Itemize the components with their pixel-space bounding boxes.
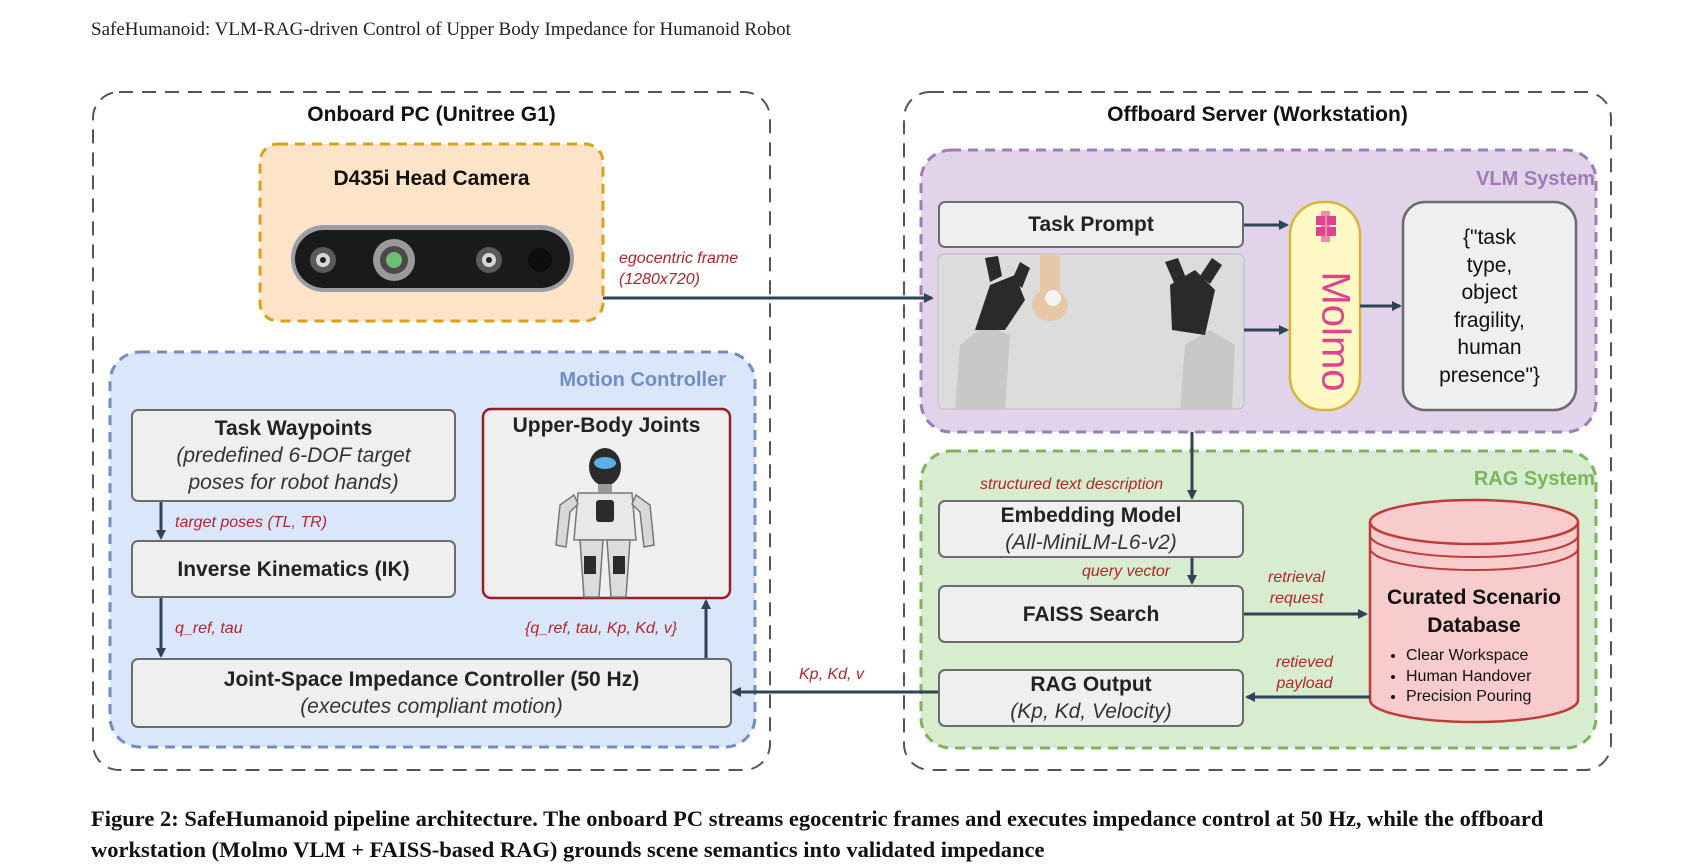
database-title-line-2: Database <box>1427 614 1521 637</box>
figure-caption: Figure 2: SafeHumanoid pipeline architec… <box>91 806 1544 862</box>
edge-label-retrieved-line-2: payload <box>1276 675 1333 692</box>
egocentric-frame-image <box>937 253 1245 410</box>
database-scenario-item: Precision Pouring <box>1406 687 1531 708</box>
edge-label-query-vector: query vector <box>1082 563 1171 580</box>
database-scenario-item: Human Handover <box>1406 667 1531 688</box>
rag-output-params: (Kp, Kd, Velocity) <box>1010 700 1172 723</box>
edge-label-retrieved-line-1: retieved <box>1276 654 1333 671</box>
embedding-model-box: Embedding Model (All-MiniLM-L6-v2) <box>938 500 1244 558</box>
faiss-search-box: FAISS Search <box>938 585 1244 643</box>
task-waypoints-title: Task Waypoints <box>214 417 373 440</box>
vlm-output-line: presence"} <box>1439 363 1540 387</box>
vlm-output-json: {"task type, object fragility, human pre… <box>1403 224 1576 389</box>
offboard-panel-title: Offboard Server (Workstation) <box>1107 103 1408 126</box>
impedance-controller-desc: (executes compliant motion) <box>300 695 563 718</box>
inverse-kinematics-label: Inverse Kinematics (IK) <box>177 557 410 581</box>
rag-system-title: RAG System <box>1473 468 1595 490</box>
edge-label-retrieval-line-2: request <box>1269 590 1324 607</box>
database-title-line-1: Curated Scenario <box>1387 586 1561 609</box>
rag-output-title: RAG Output <box>1030 673 1152 696</box>
task-waypoints-desc-1: (predefined 6-DOF target <box>176 444 411 467</box>
vlm-output-line: fragility, <box>1454 308 1525 332</box>
onboard-panel-title: Onboard PC (Unitree G1) <box>307 103 556 126</box>
edge-label-structured-text: structured text description <box>980 476 1164 493</box>
impedance-controller-box: Joint-Space Impedance Controller (50 Hz)… <box>131 658 732 728</box>
camera-title: D435i Head Camera <box>333 167 530 190</box>
faiss-search-label: FAISS Search <box>1022 602 1160 626</box>
embedding-model-name: (All-MiniLM-L6-v2) <box>1005 531 1177 554</box>
edge-label-frame-line-2: (1280x720) <box>619 271 700 288</box>
vlm-output-line: object <box>1461 281 1518 304</box>
vlm-output-line: type, <box>1466 253 1513 277</box>
humanoid-robot-icon <box>555 448 655 598</box>
motion-controller-title: Motion Controller <box>559 369 726 391</box>
edge-label-retrieval-request: retrieval request <box>1268 567 1325 609</box>
inverse-kinematics-box: Inverse Kinematics (IK) <box>131 540 456 598</box>
molmo-wordmark: Molmo <box>1313 270 1358 392</box>
impedance-controller-title: Joint-Space Impedance Controller (50 Hz) <box>223 668 640 691</box>
vlm-system-title: VLM System <box>1476 168 1595 190</box>
paper-running-header: SafeHumanoid: VLM-RAG-driven Control of … <box>91 19 791 40</box>
edge-label-target-poses: target poses (TL, TR) <box>175 514 328 531</box>
edge-label-frame-line-1: egocentric frame <box>619 250 739 267</box>
task-prompt-label: Task Prompt <box>1028 213 1154 236</box>
scenario-database-cylinder <box>1368 498 1580 724</box>
molmo-logo-icon <box>1316 211 1336 242</box>
offboard-panel <box>903 91 1612 771</box>
upper-body-joints-title: Upper-Body Joints <box>512 414 701 437</box>
edge-label-frame: egocentric frame (1280x720) <box>619 248 738 290</box>
vlm-output-line: human <box>1457 336 1522 359</box>
vlm-output-line: {"task <box>1463 226 1516 249</box>
edge-label-retrieved-payload: retieved payload <box>1276 652 1333 694</box>
edge-label-q-ref: q_ref, tau <box>175 620 243 637</box>
edge-label-retrieval-line-1: retrieval <box>1268 569 1325 586</box>
onboard-panel <box>92 91 771 771</box>
task-waypoints-desc-2: poses for robot hands) <box>188 471 399 494</box>
database-title: Curated Scenario Database <box>1370 584 1578 640</box>
task-prompt-box: Task Prompt <box>938 201 1244 248</box>
vlm-output-box <box>1401 200 1578 412</box>
edge-label-joint-command: {q_ref, tau, Kp, Kd, v} <box>525 620 678 637</box>
database-scenario-list: Clear Workspace Human Handover Precision… <box>1384 646 1531 708</box>
task-waypoints-box: Task Waypoints (predefined 6-DOF target … <box>131 409 456 502</box>
embedding-model-title: Embedding Model <box>1000 504 1182 527</box>
rag-output-box: RAG Output (Kp, Kd, Velocity) <box>938 669 1244 727</box>
depth-camera-icon <box>291 225 574 292</box>
edge-label-impedance-params: Kp, Kd, v <box>799 666 864 683</box>
database-scenario-item: Clear Workspace <box>1406 646 1531 667</box>
